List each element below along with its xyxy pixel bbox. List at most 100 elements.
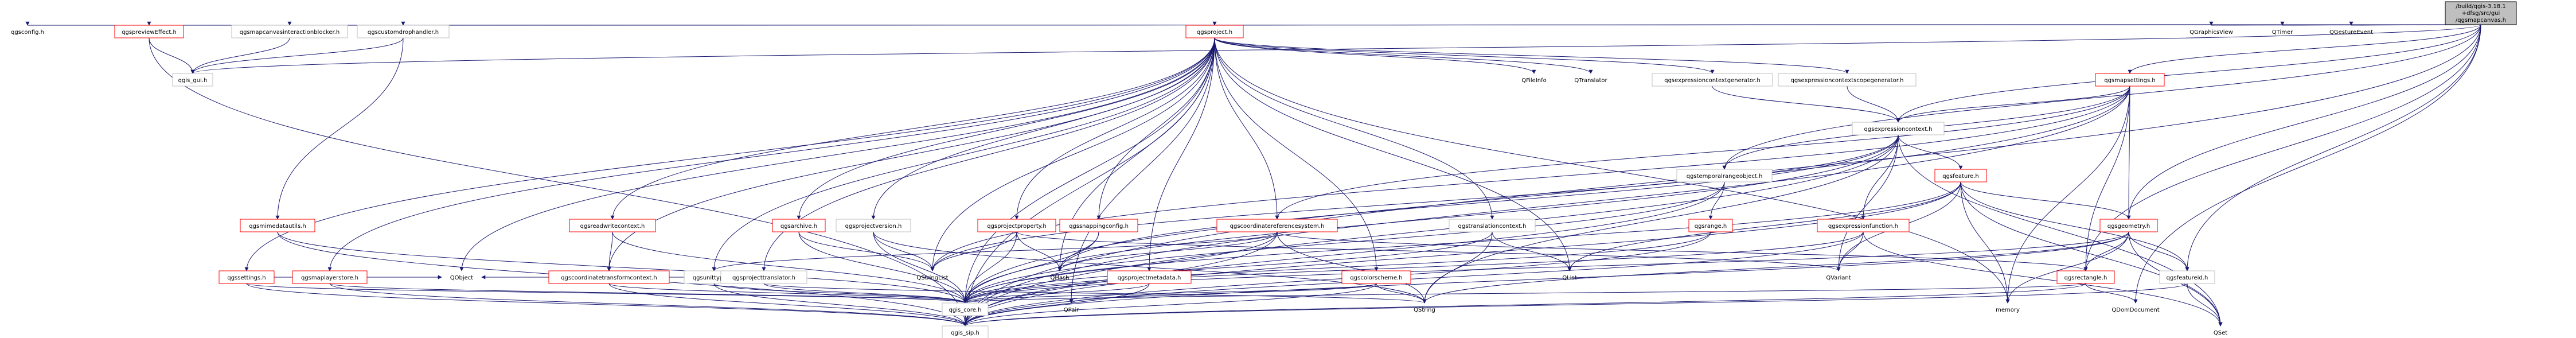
- label-qfileinfo: QFileInfo: [1521, 77, 1547, 84]
- label-qgsreadwritecontext: qgsreadwritecontext.h: [580, 223, 645, 230]
- node-qgscolorscheme[interactable]: qgscolorscheme.h: [1341, 270, 1411, 284]
- node-qlist: QList: [1562, 275, 1576, 281]
- edge-qgsarchive-to-qgis_core: [798, 231, 967, 304]
- label-qpair: QPair: [1064, 307, 1079, 313]
- node-qgsfeatureid[interactable]: qgsfeatureid.h: [2159, 270, 2215, 284]
- node-qgstranslationcontext[interactable]: qgstranslationcontext.h: [1449, 219, 1536, 232]
- edge-qgsexpressioncontext-to-qgsexpressionfunction: [1861, 134, 1899, 220]
- edge-qgsmapsettings-to-qgsrectangle: [2083, 86, 2130, 271]
- node-qgsprojecttranslator[interactable]: qgsprojecttranslator.h: [720, 270, 807, 284]
- label-qlist: QList: [1562, 275, 1576, 281]
- root-label-line2: +dfsg/src/gui: [2462, 10, 2500, 17]
- node-qgis_sip[interactable]: qgis_sip.h: [942, 325, 989, 338]
- edge-qgsproject-to-qgsmaplayerstore: [327, 37, 1215, 271]
- node-qgsexpressionfunction[interactable]: qgsexpressionfunction.h: [1817, 219, 1910, 232]
- node-qgsprojectmetadata[interactable]: qgsprojectmetadata.h: [1107, 270, 1192, 284]
- node-qgssnappingconfig[interactable]: qgssnappingconfig.h: [1059, 219, 1138, 232]
- node-qgsexpressioncontextscopegenerator[interactable]: qgsexpressioncontextscopegenerator.h: [1778, 73, 1917, 87]
- edge-qgsproject-to-qstringlist: [930, 37, 1215, 271]
- edge-qgsmaplayerstore-to-qgis_sip: [329, 283, 967, 327]
- node-qgssettings[interactable]: qgssettings.h: [218, 270, 275, 284]
- node-qgsfeature[interactable]: qgsfeature.h: [1934, 169, 1987, 182]
- node-qgspreviewEffect[interactable]: qgspreviewEffect.h: [114, 25, 184, 38]
- node-qgis_core[interactable]: qgis_core.h: [942, 302, 989, 316]
- edge-qgsprojectmetadata-to-qgis_sip: [963, 283, 1150, 327]
- label-qgraphicsview: QGraphicsView: [2189, 29, 2233, 36]
- edge-qgscolorscheme-to-qgis_sip: [963, 283, 1377, 327]
- edge-qgscoordinatereferencesystem-to-qgsrectangle: [1277, 231, 2088, 271]
- edge-qgsexpressioncontext-to-qset: [1898, 134, 2223, 327]
- label-qgssettings: qgssettings.h: [227, 275, 266, 281]
- edge-qgsexpressionfunction-to-qgis_core: [963, 231, 1864, 304]
- edge-qgsproject-to-qgis_core: [963, 37, 1215, 304]
- label-qobject: QObject: [450, 275, 474, 281]
- edge-qgscoordinatetransformcontext-to-qgis_sip: [608, 283, 967, 327]
- node-root[interactable]: /build/qgis-3.18.1+dfsg/src/gui/qgsmapca…: [2445, 1, 2517, 25]
- node-qgsproject[interactable]: qgsproject.h: [1185, 25, 1244, 38]
- edge-qgsprojectproperty-to-qhash: [1016, 231, 1062, 271]
- label-qgsconfig: qgsconfig.h: [11, 29, 44, 36]
- node-qobject: QObject: [450, 275, 474, 281]
- edge-qgsrectangle-to-qgis_core: [963, 283, 2086, 304]
- edge-root-to-qgis_gui: [191, 24, 2481, 74]
- node-qgsgeometry[interactable]: qgsgeometry.h: [2099, 219, 2158, 232]
- label-qgsarchive: qgsarchive.h: [780, 223, 817, 230]
- node-qgis_gui[interactable]: qgis_gui.h: [172, 73, 213, 87]
- node-qgstemporalrangeobject[interactable]: qgstemporalrangeobject.h: [1676, 169, 1773, 182]
- edge-qgsproject-to-qgscolorscheme: [1214, 37, 1379, 271]
- edge-qgsprojectversion-to-qstring: [873, 231, 1427, 304]
- edge-qgsproject-to-qfileinfo: [1214, 37, 1536, 74]
- node-qgsmaplayerstore[interactable]: qgsmaplayerstore.h: [292, 270, 368, 284]
- node-qstring: QString: [1414, 307, 1435, 313]
- edge-qgscoordinatereferencesystem-to-qstring: [1277, 231, 1427, 304]
- edge-qgsproject-to-qgssnappingconfig: [1096, 37, 1215, 220]
- root-label-line1: /build/qgis-3.18.1: [2456, 3, 2505, 10]
- edge-qgsexpressioncontext-to-qstring: [1422, 134, 1899, 304]
- label-qtimer: QTimer: [2272, 29, 2293, 36]
- edge-qgstranslationcontext-to-qstring: [1422, 231, 1493, 304]
- edge-qgsunittypes-to-qgis_sip: [713, 283, 967, 327]
- label-qgsexpressioncontextscopegenerator: qgsexpressioncontextscopegenerator.h: [1791, 77, 1904, 84]
- edge-qgsproject-to-qgsprojectversion: [871, 37, 1215, 220]
- node-qgsrange[interactable]: qgsrange.h: [1688, 219, 1733, 232]
- label-qgstemporalrangeobject: qgstemporalrangeobject.h: [1687, 173, 1763, 180]
- edge-root-to-qgsexpressioncontext: [1896, 24, 2481, 123]
- edge-qgsexpressionfunction-to-qset: [1863, 231, 2223, 327]
- label-qgsmaplayerstore: qgsmaplayerstore.h: [301, 275, 358, 281]
- edge-qgsfeature-to-memory: [1960, 181, 2010, 304]
- edge-qgsgeometry-to-qstring: [1422, 231, 2129, 304]
- node-qpair: QPair: [1064, 307, 1079, 313]
- label-qgsfeatureid: qgsfeatureid.h: [2167, 275, 2208, 281]
- node-qgsarchive[interactable]: qgsarchive.h: [772, 219, 826, 232]
- edge-qgsgeometry-to-qgsfeatureid: [2128, 231, 2189, 271]
- edge-root-to-qdomdocument: [2133, 24, 2481, 304]
- node-qgscoordinatetransformcontext[interactable]: qgscoordinatetransformcontext.h: [548, 270, 670, 284]
- edge-qgsmapsettings-to-memory: [2005, 86, 2130, 304]
- node-qgsexpressioncontext[interactable]: qgsexpressioncontext.h: [1852, 122, 1945, 135]
- node-qgsmapcanvasinteractionblocker[interactable]: qgsmapcanvasinteractionblocker.h: [231, 25, 348, 38]
- node-qgsrectangle[interactable]: qgsrectangle.h: [2056, 270, 2115, 284]
- label-qstringlist: QStringList: [916, 275, 948, 281]
- node-qgscustomdrophandler[interactable]: qgscustomdrophandler.h: [357, 25, 450, 38]
- edge-qgsproject-to-qgsarchive: [797, 37, 1215, 220]
- label-qgsmapsettings: qgsmapsettings.h: [2104, 77, 2156, 84]
- edge-qgsgeometry-to-qgis_core: [963, 231, 2129, 304]
- edge-qgsexpressioncontextgenerator-to-qgsexpressioncontext: [1712, 86, 1900, 123]
- node-qgsexpressioncontextgenerator[interactable]: qgsexpressioncontextgenerator.h: [1652, 73, 1773, 87]
- edge-qgsproject-to-qgssettings: [244, 37, 1215, 271]
- node-qgsmapsettings[interactable]: qgsmapsettings.h: [2095, 73, 2165, 87]
- edge-qgsfeature-to-qgsfeatureid: [1960, 181, 2189, 271]
- edge-qgsreadwritecontext-to-qgscoordinatetransformcontext: [607, 231, 613, 271]
- label-memory: memory: [1996, 307, 2020, 313]
- node-qgsprojectproperty[interactable]: qgsprojectproperty.h: [977, 219, 1056, 232]
- edge-qgsprojectproperty-to-qstringlist: [930, 231, 1017, 271]
- node-qdomdocument: QDomDocument: [2111, 307, 2159, 313]
- edge-qgscolorscheme-to-qgis_core: [963, 283, 1377, 304]
- node-qgsreadwritecontext[interactable]: qgsreadwritecontext.h: [569, 219, 656, 232]
- node-qgscoordinatereferencesystem[interactable]: qgscoordinatereferencesystem.h: [1216, 219, 1338, 232]
- edge-qgsrange-to-qgis_sip: [963, 231, 1711, 327]
- edge-root-to-qgsrectangle: [2083, 24, 2481, 271]
- node-qgsprojectversion[interactable]: qgsprojectversion.h: [836, 219, 911, 232]
- node-qgsmimedatautils[interactable]: qgsmimedatautils.h: [240, 219, 315, 232]
